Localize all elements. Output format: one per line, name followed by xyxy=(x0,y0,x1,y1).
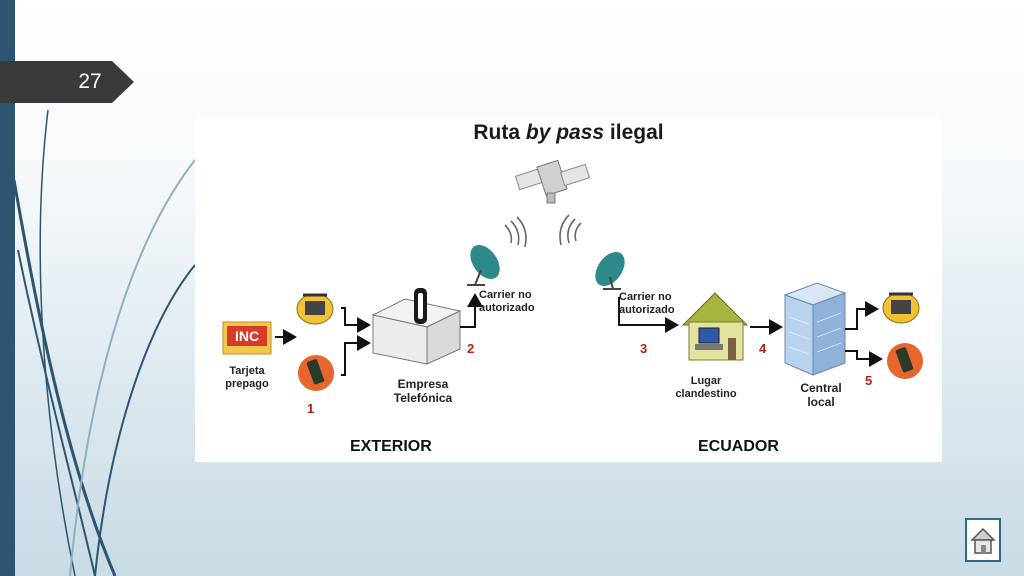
home-button[interactable] xyxy=(965,518,1001,562)
company-label: Empresa Telefónica xyxy=(393,377,453,405)
step-number: 1 xyxy=(307,401,315,416)
cellphone-icon-left xyxy=(298,355,334,391)
carrier-label-right: Carrier no autorizado xyxy=(619,291,675,316)
company-building-icon xyxy=(371,288,462,365)
signal-waves-icon xyxy=(504,214,582,248)
bypass-route-diagram: INC xyxy=(195,117,942,462)
card-label: Tarjeta prepago xyxy=(225,365,269,390)
decorative-curves xyxy=(12,109,196,576)
region-label-ecuador: ECUADOR xyxy=(698,438,779,455)
step-number: 2 xyxy=(467,341,475,356)
central-label: Central local xyxy=(800,381,842,409)
step-number: 4 xyxy=(759,341,767,356)
left-accent-bar xyxy=(0,0,15,576)
page-number-tab xyxy=(0,61,134,103)
region-label-exterior: EXTERIOR xyxy=(350,438,432,455)
payphone-icon-left xyxy=(296,293,334,325)
title-prefix: Ruta xyxy=(473,121,526,144)
clandestine-label: Lugar clandestino xyxy=(675,375,737,400)
diagram-title: Ruta by pass ilegal xyxy=(195,121,942,145)
home-icon xyxy=(970,527,996,554)
payphone-icon-right xyxy=(882,292,920,324)
satellite-icon xyxy=(514,159,591,204)
title-italic: by pass xyxy=(525,121,605,144)
house-icon xyxy=(681,292,749,361)
dish-icon-left xyxy=(467,244,500,286)
step-number: 5 xyxy=(865,373,873,388)
step-number: 3 xyxy=(640,341,648,356)
prepaid-card-icon: INC xyxy=(222,321,272,355)
cellphone-icon-right xyxy=(887,343,923,379)
diagram-graphics: INC xyxy=(222,159,923,391)
building-icon xyxy=(783,282,847,376)
title-suffix: ilegal xyxy=(604,121,664,144)
carrier-label-left: Carrier no autorizado xyxy=(479,289,535,314)
flow-arrows xyxy=(275,293,883,376)
card-logo-text: INC xyxy=(235,328,259,344)
page-number: 27 xyxy=(78,70,102,93)
dish-icon-right xyxy=(595,251,625,290)
